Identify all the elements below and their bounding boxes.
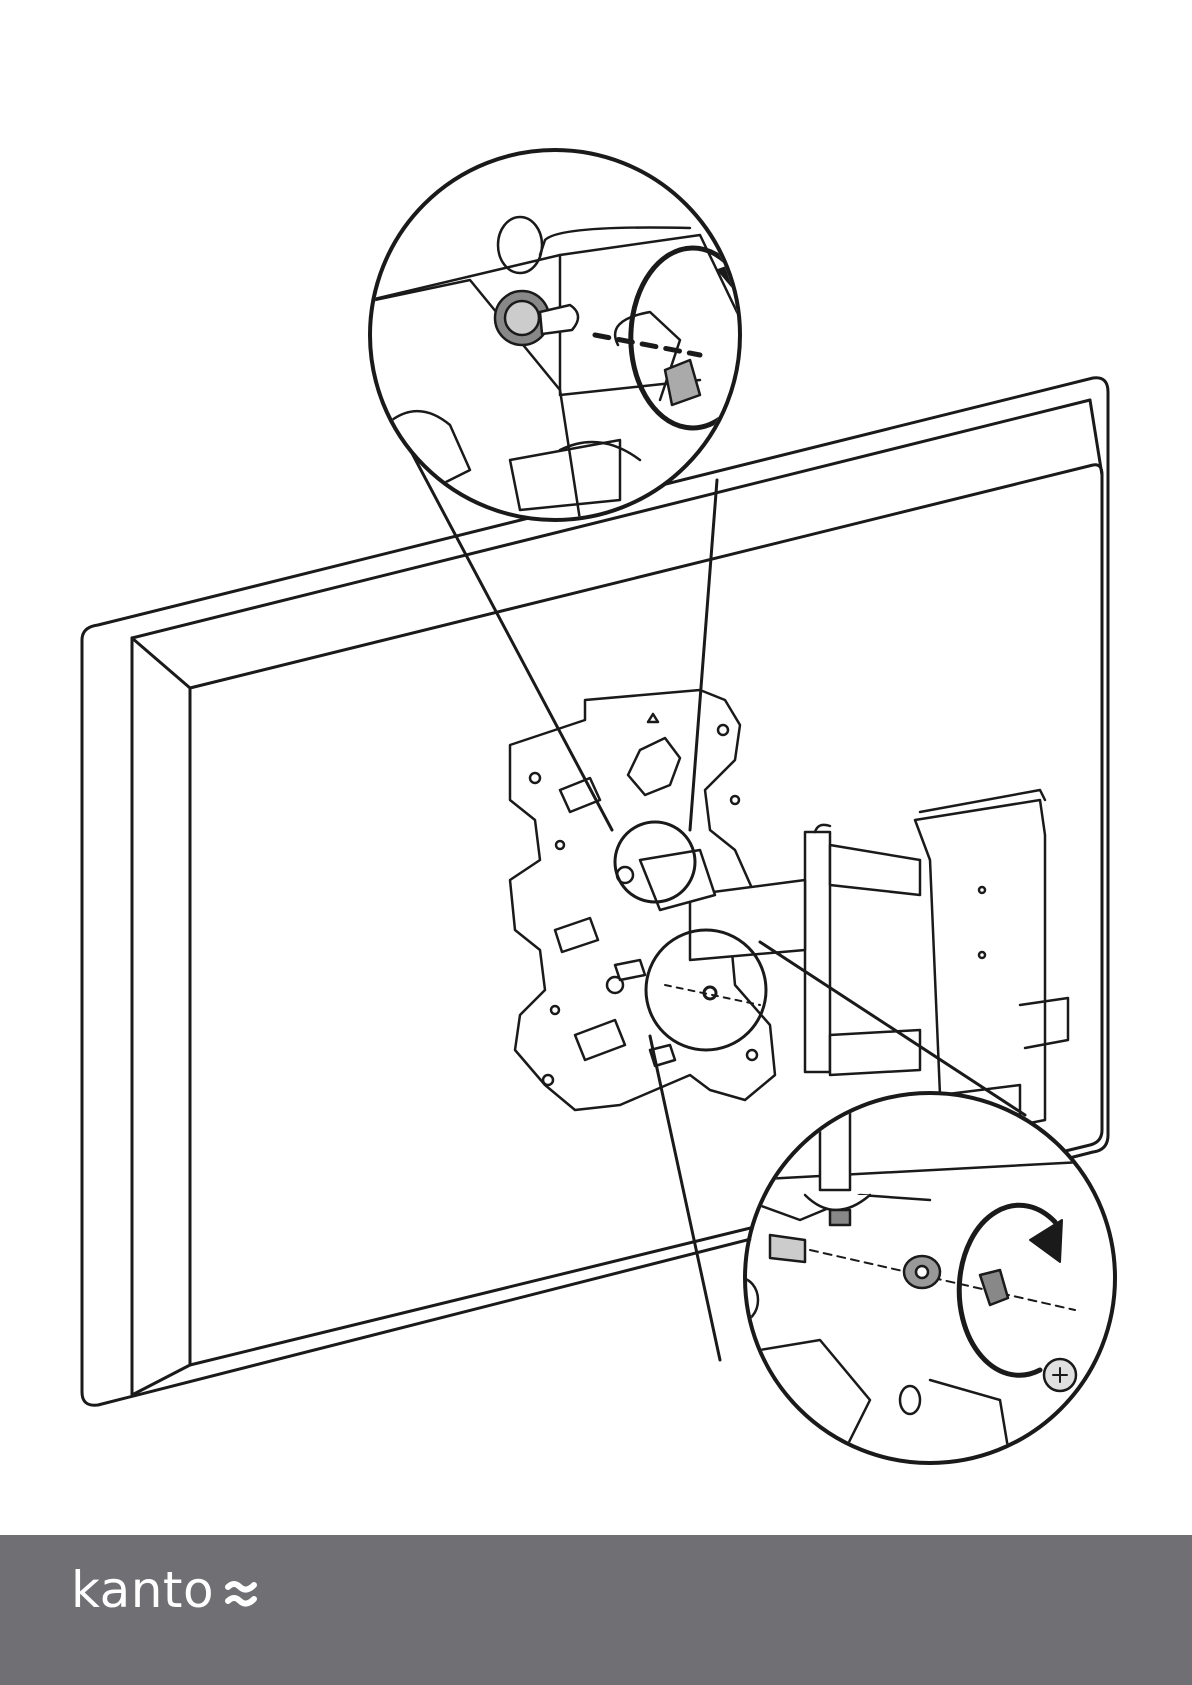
brand-wordmark: kanto (71, 1565, 214, 1615)
detail-callout-top (370, 150, 760, 520)
brand-logo: kanto (71, 1550, 262, 1630)
assembly-illustration (0, 0, 1192, 1535)
detail-callout-bottom (720, 1080, 1120, 1463)
kanto-wave-mark-icon (224, 1577, 262, 1607)
